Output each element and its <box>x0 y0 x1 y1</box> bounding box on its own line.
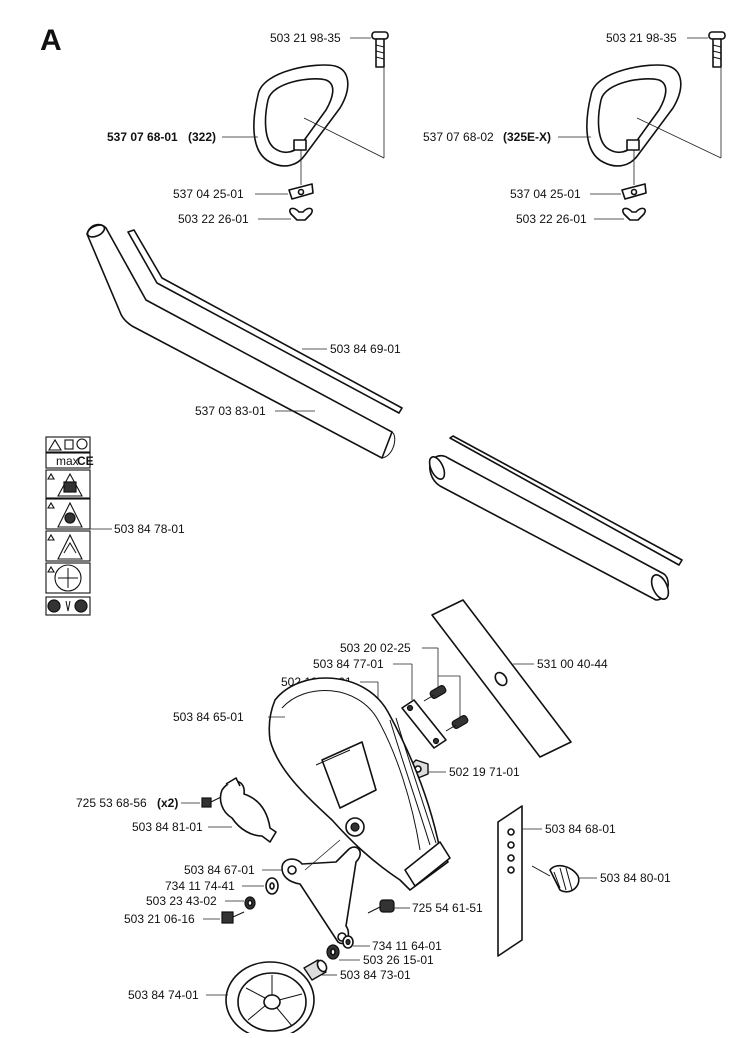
label-nut-bottom: 502 19 71-01 <box>449 765 520 779</box>
shaft-tube-lower <box>428 454 670 601</box>
screw-top-2 <box>445 715 469 732</box>
arm-screw <box>367 899 395 914</box>
label-spacer: 503 84 73-01 <box>340 968 411 982</box>
label-washer-2: 503 23 43-02 <box>146 894 217 908</box>
bolt-right <box>708 31 726 68</box>
label-blade: 531 00 40-44 <box>537 657 608 671</box>
label-bracket: 503 84 68-01 <box>545 822 616 836</box>
label-guard: 503 84 65-01 <box>173 710 244 724</box>
handle-right <box>586 64 682 167</box>
label-wheel: 503 84 74-01 <box>128 988 199 1002</box>
label-wingnut-left: 503 22 26-01 <box>178 212 249 226</box>
label-washer-1: 734 11 74-41 <box>165 879 235 893</box>
label-bolt-right: 503 21 98-35 <box>606 31 677 45</box>
label-shaft-tube: 537 03 83-01 <box>195 404 266 418</box>
washer-3 <box>342 935 354 949</box>
spacer <box>303 959 328 981</box>
label-handle-right-model: (325E-X) <box>503 130 551 144</box>
wingnut-right <box>622 207 646 221</box>
depth-bracket <box>497 805 523 957</box>
label-screws: 503 20 02-25 <box>340 641 411 655</box>
screw-top-1 <box>423 685 447 702</box>
clamp-half <box>219 777 277 843</box>
label-knob: 503 84 80-01 <box>600 871 671 885</box>
blade <box>431 599 572 758</box>
wingnut-left <box>289 207 313 221</box>
wheel-arm <box>281 846 361 945</box>
decal-sheet: max CE <box>45 436 94 616</box>
label-clamp-right: 537 04 25-01 <box>510 187 581 201</box>
label-clamp-screw-qty: (x2) <box>157 796 178 810</box>
label-handle-left-model: (322) <box>188 130 216 144</box>
guard <box>268 677 451 891</box>
label-washer-3: 734 11 64-01 <box>372 939 442 953</box>
label-arm-bolt: 503 21 06-16 <box>124 912 195 926</box>
label-clamp-screw: 725 53 68-56 <box>76 796 147 810</box>
drive-shaft-lower <box>449 435 683 566</box>
arm-bolt <box>221 911 245 924</box>
label-clamp-half: 503 84 81-01 <box>132 820 203 834</box>
handle-left <box>253 64 349 167</box>
label-clamp-left: 537 04 25-01 <box>173 187 244 201</box>
label-handle-right-number: 537 07 68-02 <box>423 130 494 144</box>
clamp-screw <box>201 796 222 808</box>
label-washer-4: 503 26 15-01 <box>363 953 434 967</box>
label-arm: 503 84 67-01 <box>184 863 255 877</box>
label-bolt-left: 503 21 98-35 <box>270 31 341 45</box>
bolt-left <box>371 31 389 68</box>
label-wingnut-right: 503 22 26-01 <box>516 212 587 226</box>
clamp-left <box>288 183 314 200</box>
knob <box>531 864 580 893</box>
mounting-plate <box>401 699 447 749</box>
decal-ce-text: CE <box>77 454 94 468</box>
label-decal: 503 84 78-01 <box>114 522 185 536</box>
drive-shaft <box>127 229 403 414</box>
washer-2 <box>244 896 256 910</box>
label-arm-screw: 725 54 61-51 <box>412 901 483 915</box>
clamp-right <box>621 183 647 200</box>
label-drive-shaft: 503 84 69-01 <box>330 342 401 356</box>
washer-1 <box>265 877 279 895</box>
wheel <box>225 961 315 1038</box>
label-plate: 503 84 77-01 <box>313 657 384 671</box>
decal-max-text: max <box>56 454 79 468</box>
label-handle-left-number: 537 07 68-01 <box>107 130 178 144</box>
section-letter: A <box>40 24 62 57</box>
shaft-tube-upper <box>86 223 396 459</box>
washer-4 <box>326 944 340 960</box>
